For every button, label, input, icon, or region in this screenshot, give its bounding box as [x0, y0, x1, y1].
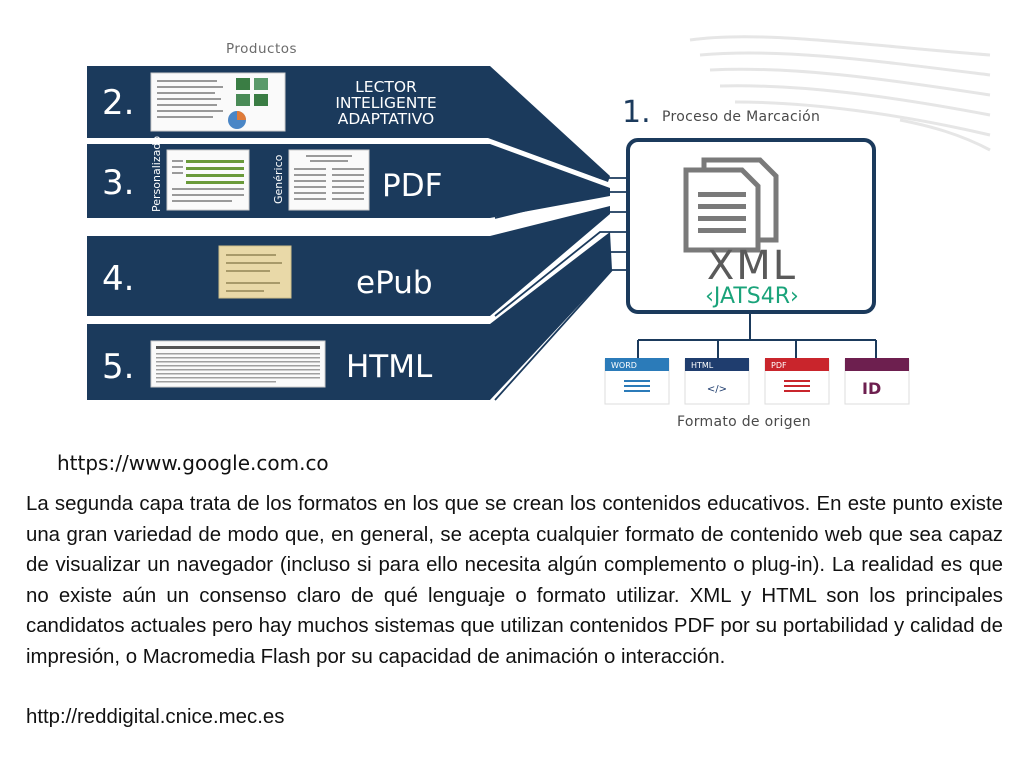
id-file-icon: ID	[844, 358, 910, 405]
process-label: Proceso de Marcación	[662, 109, 820, 125]
product-row-3: 3. Personalizado Genérico PDF	[87, 136, 610, 218]
svg-text:</>: </>	[707, 384, 727, 395]
svg-text:PDF: PDF	[771, 361, 787, 370]
word-file-icon: WORD	[604, 358, 670, 405]
source-url-reddigital: http://reddigital.cnice.mec.es	[26, 706, 285, 728]
svg-text:ID: ID	[862, 379, 881, 398]
product-row-2: 2. LECTOR INTELIGENTE ADAPTATIVO	[87, 66, 610, 182]
side-label-right: Genérico	[272, 154, 285, 204]
row-title-line-1: LECTOR	[355, 78, 417, 96]
row-number: 5.	[102, 347, 134, 387]
svg-text:WORD: WORD	[611, 361, 637, 370]
product-row-5: 5. HTML	[87, 232, 612, 400]
documents-icon	[683, 157, 779, 253]
xml-jats4r-box: XML ‹JATS4R›	[626, 138, 876, 314]
pdf-file-icon: PDF	[764, 358, 830, 405]
svg-text:HTML: HTML	[691, 361, 714, 370]
row-title-line-3: ADAPTATIVO	[338, 110, 434, 128]
row-number: 3.	[102, 163, 134, 203]
products-label: Productos	[226, 41, 297, 57]
publishing-workflow-diagram: Productos 2. LECTOR INTELIGENTE ADAPTATI…	[87, 35, 991, 430]
xml-title: XML	[707, 243, 797, 289]
body-paragraph: La segunda capa trata de los formatos en…	[26, 493, 1003, 668]
row-title: PDF	[382, 168, 442, 204]
row-number: 2.	[102, 83, 134, 123]
side-label-left: Personalizado	[150, 136, 163, 212]
source-tree-lines	[637, 312, 877, 358]
process-number: 1.	[622, 95, 651, 130]
jats4r-subtitle: ‹JATS4R›	[705, 284, 799, 309]
row-number: 4.	[102, 259, 134, 299]
product-row-4: 4. ePub	[87, 206, 610, 316]
html-file-icon: HTML </>	[684, 358, 750, 405]
row-title-line-2: INTELIGENTE	[335, 94, 436, 112]
row-title: ePub	[356, 265, 433, 301]
wing-watermark	[689, 35, 991, 152]
row-title: HTML	[346, 349, 433, 385]
origin-format-label: Formato de origen	[677, 414, 811, 430]
source-url-google: https://www.google.com.co	[57, 451, 329, 475]
